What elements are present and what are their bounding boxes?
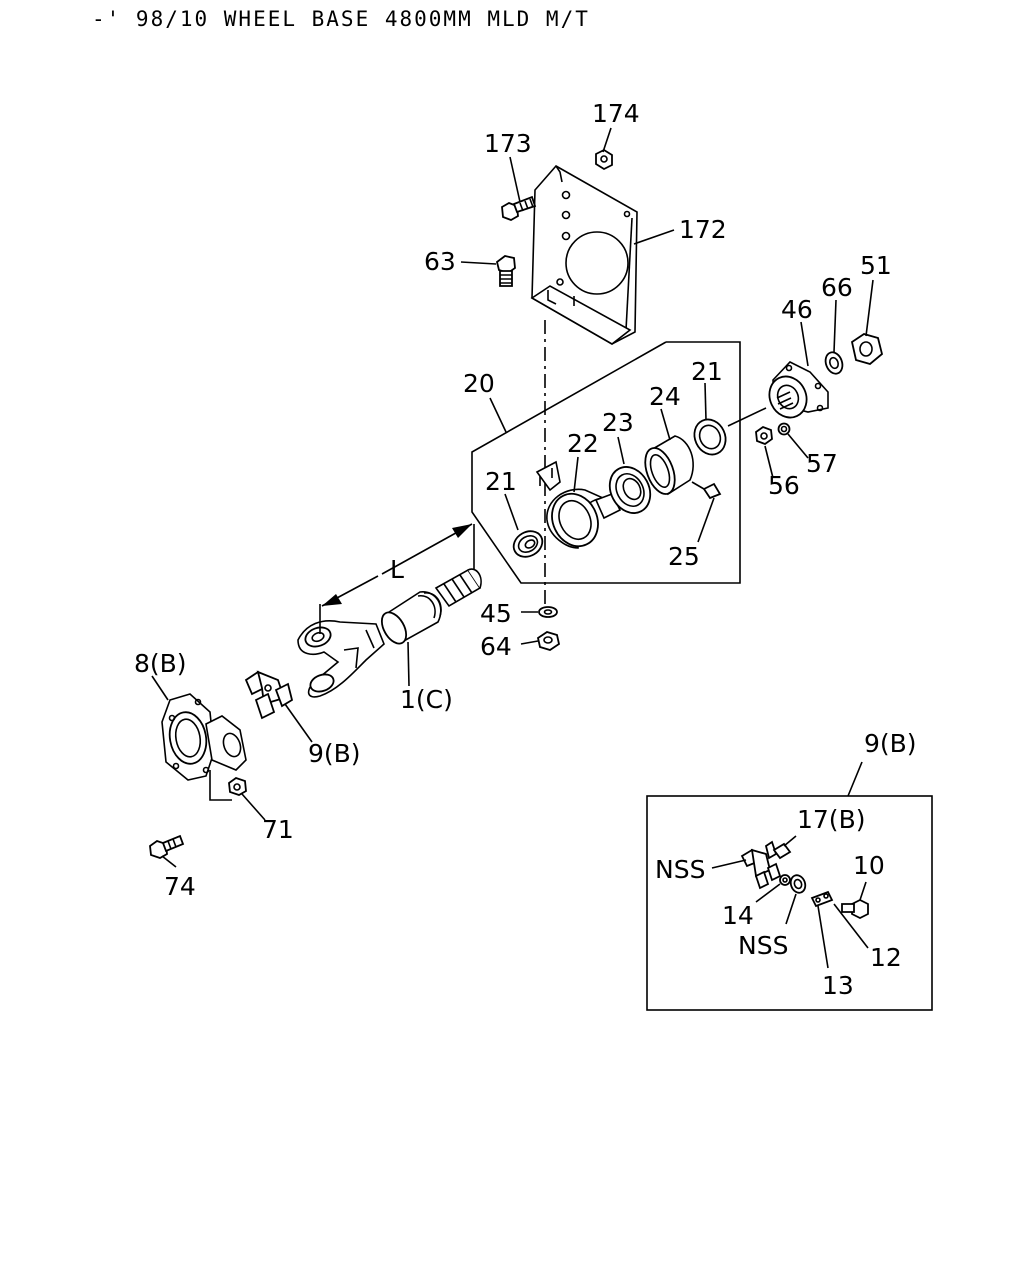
callout-174: 174 xyxy=(592,99,640,128)
bolt-173 xyxy=(501,195,537,221)
inset-9b: 9(B) xyxy=(646,729,933,1011)
inset-seal-14 xyxy=(779,874,791,886)
callout-74: 74 xyxy=(164,872,196,901)
callout-172: 172 xyxy=(679,215,727,244)
callout-24: 24 xyxy=(649,382,681,411)
callout-56: 56 xyxy=(768,471,800,500)
inset-callout-nss-1: NSS xyxy=(655,855,705,884)
diagram-header: -' 98/10 WHEEL BASE 4800MM MLD M/T xyxy=(92,7,590,31)
callout-20: 20 xyxy=(463,369,495,398)
universal-joint-9b xyxy=(244,670,294,720)
flange-46 xyxy=(768,361,829,419)
inset-title: 9(B) xyxy=(864,729,917,758)
callout-63: 63 xyxy=(424,247,456,276)
bolt-74 xyxy=(149,834,185,859)
callout-173: 173 xyxy=(484,129,532,158)
inset-callout-13: 13 xyxy=(822,971,854,1000)
bolt-63 xyxy=(495,255,516,287)
callout-45: 45 xyxy=(480,599,512,628)
callout-25: 25 xyxy=(668,542,700,571)
callout-46: 46 xyxy=(781,295,813,324)
nut-51 xyxy=(850,333,884,365)
callout-21-left: 21 xyxy=(485,467,517,496)
nut-71 xyxy=(228,777,247,796)
flange-8b xyxy=(161,693,247,801)
nut-56 xyxy=(755,425,773,446)
bracket-22 xyxy=(535,460,622,549)
washer-45 xyxy=(538,606,558,618)
inset-callout-12: 12 xyxy=(870,943,902,972)
group-20-outline xyxy=(471,341,741,584)
callout-1c: 1(C) xyxy=(400,685,453,714)
callout-57: 57 xyxy=(806,449,838,478)
callout-22: 22 xyxy=(567,429,599,458)
nut-64 xyxy=(536,631,561,651)
propeller-shaft-1c xyxy=(297,568,482,698)
callout-51: 51 xyxy=(860,251,892,280)
grease-nipple-25 xyxy=(691,481,722,500)
callout-9b: 9(B) xyxy=(308,739,361,768)
dimension-L xyxy=(319,523,475,634)
inset-grease-fitting xyxy=(772,835,797,860)
callout-23: 23 xyxy=(602,408,634,437)
callout-8b: 8(B) xyxy=(134,649,187,678)
bracket-172 xyxy=(530,164,638,345)
washer-57 xyxy=(777,422,791,436)
inset-bearing-cup xyxy=(789,874,807,894)
bearing-21-right xyxy=(693,418,727,456)
inset-callout-14: 14 xyxy=(722,901,754,930)
washer-66 xyxy=(824,351,844,375)
bearing-23 xyxy=(608,466,652,514)
callout-L: L xyxy=(390,555,404,584)
bearing-21-left xyxy=(512,530,544,558)
nut-174 xyxy=(595,148,613,171)
inset-lock-plate xyxy=(810,890,834,908)
inset-callout-10: 10 xyxy=(853,851,885,880)
inset-callout-17b: 17(B) xyxy=(797,805,865,834)
inset-callout-nss-2: NSS xyxy=(738,931,788,960)
inset-bolt-10 xyxy=(841,898,869,920)
callout-66: 66 xyxy=(821,273,853,302)
sleeve-24 xyxy=(644,435,694,496)
leader-lines xyxy=(151,127,874,868)
callout-21-right: 21 xyxy=(691,357,723,386)
callout-71: 71 xyxy=(262,815,294,844)
inset-spider xyxy=(740,840,782,890)
callout-64: 64 xyxy=(480,632,512,661)
